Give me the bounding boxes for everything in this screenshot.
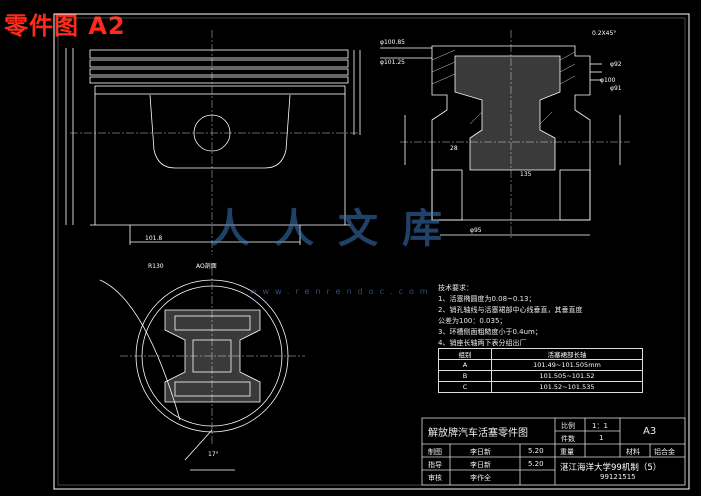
watermark-text: 人人文库 [210, 205, 466, 252]
guide-label: 指导 [428, 461, 442, 469]
drawn-label: 制图 [428, 448, 442, 456]
dim-skirt-length: 101.8 [145, 235, 162, 242]
dim-phi-91: φ91 [610, 85, 622, 92]
dim-len-135: 135 [520, 171, 532, 178]
table-header-row: 组别 活塞裙部长轴 [438, 348, 643, 360]
dim-phi-101-25: φ101.25 [380, 59, 405, 66]
part-name: 解放牌汽车活塞零件图 [428, 428, 528, 439]
table-header: 组别 [438, 348, 492, 360]
review-name: 李作全 [470, 474, 491, 482]
section-label: AO剖面 [196, 262, 217, 270]
sheet-border [53, 13, 690, 490]
dim-angle-17: 17° [208, 451, 219, 458]
review-label: 审核 [428, 474, 442, 482]
student-number: 99121515 [600, 473, 636, 481]
material-label: 材料 [626, 448, 640, 456]
front-view [65, 48, 361, 245]
table-cell: B [438, 370, 492, 382]
weight-label: 重量 [560, 448, 574, 456]
dim-depth-28: 28 [450, 145, 458, 152]
dim-phi-100-85: φ100.85 [380, 39, 405, 46]
table-cell: C [438, 381, 492, 393]
table-cell: 101.49~101.505mm [491, 359, 643, 371]
section-view [380, 45, 621, 236]
guide-date: 5.20 [528, 460, 544, 468]
watermark-url: www.renrendoc.com [250, 287, 434, 296]
note-item: 1、活塞椭圆度为0.08~0.13； [438, 295, 536, 303]
table-row: B 101.505~101.52 [438, 370, 643, 382]
dim-phi-92: φ92 [610, 61, 622, 68]
bottom-view [99, 279, 289, 471]
table-header: 活塞裙部长轴 [491, 348, 643, 360]
table-cell: 101.52~101.535 [491, 381, 643, 393]
count-value: 1 [599, 434, 604, 442]
drawn-name: 李日新 [470, 448, 491, 456]
technical-notes: 技术要求： 1、活塞椭圆度为0.08~0.13； 2、销孔轴线与活塞裙部中心线垂… [438, 283, 582, 349]
note-item: 公差为100：0.035； [438, 317, 507, 325]
table-row: C 101.52~101.535 [438, 381, 643, 393]
dim-bore: φ95 [470, 227, 482, 234]
section-hatch [431, 49, 576, 125]
count-label: 件数 [561, 435, 575, 443]
scale-value: 1：1 [592, 422, 608, 430]
dim-phi-100: φ100 [600, 77, 616, 84]
dim-chamfer: 0.2X45° [592, 30, 616, 37]
title-block-frame [421, 417, 686, 486]
drawn-date: 5.20 [528, 447, 544, 455]
note-item: 4、销座长轴两下表分组出厂 [438, 339, 527, 347]
notes-heading: 技术要求： [438, 284, 473, 292]
inner-border [57, 17, 686, 486]
sheet-title: 零件图 A2 [4, 12, 126, 40]
group-table: 组别 活塞裙部长轴 A 101.49~101.505mm B 101.505~1… [438, 348, 643, 393]
school-name: 湛江海洋大学99机制（5） [560, 463, 662, 473]
dim-r130: R130 [148, 263, 164, 270]
note-item: 3、环槽侧面粗糙度小于0.4um； [438, 328, 542, 336]
table-row: A 101.49~101.505mm [438, 359, 643, 371]
scale-label: 比例 [561, 422, 575, 430]
guide-name: 李日新 [470, 461, 491, 469]
sheet-size: A3 [643, 426, 657, 437]
table-cell: A [438, 359, 492, 371]
material-value: 铝合金 [654, 448, 675, 456]
table-cell: 101.505~101.52 [491, 370, 643, 382]
note-item: 2、销孔轴线与活塞裙部中心线垂直，其垂直度 [438, 306, 583, 314]
